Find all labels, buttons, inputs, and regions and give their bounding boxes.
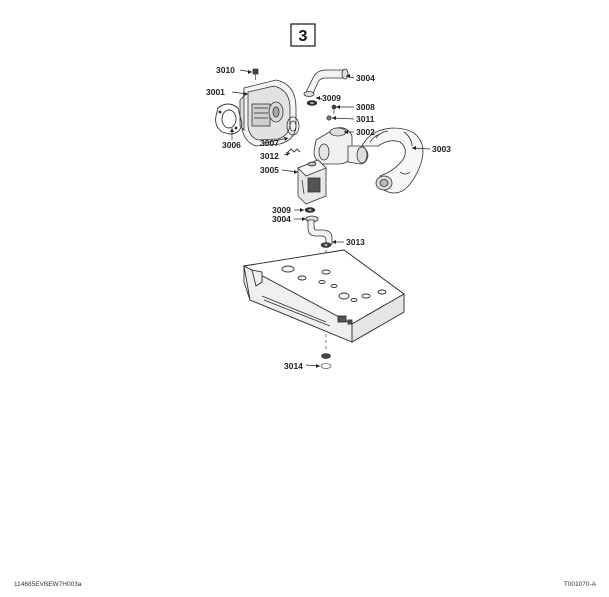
washer-3009-top-illustration — [306, 100, 318, 106]
tee-fitting-3002-illustration — [313, 127, 369, 165]
gasket-illustration — [215, 103, 243, 135]
callout-3005: 3005 — [260, 165, 279, 175]
callout-3007: 3007 — [260, 138, 279, 148]
callout-3008: 3008 — [356, 102, 375, 112]
sheet-number: 3 — [299, 28, 308, 45]
callout-3011: 3011 — [356, 114, 375, 124]
flexible-hose-3003-illustration — [361, 127, 424, 194]
callout-3002: 3002 — [356, 127, 375, 137]
sheet-number-box: 3 — [290, 23, 316, 47]
small-fasteners-illustration — [326, 104, 337, 121]
footer-left-code: 114685EVBEW7H003a — [14, 581, 82, 588]
blower-assembly-illustration — [239, 79, 297, 147]
callout-3009-bottom: 3009 — [272, 205, 291, 215]
callout-3012: 3012 — [260, 151, 279, 161]
callout-3006: 3006 — [222, 140, 241, 150]
callout-3013: 3013 — [346, 237, 365, 247]
callout-3014: 3014 — [284, 361, 303, 371]
exhaust-pipe-top-illustration — [303, 68, 349, 97]
inlet-ring-illustration — [286, 116, 300, 136]
callout-3009-top: 3009 — [322, 93, 341, 103]
washer-3009-bottom-illustration — [304, 207, 316, 213]
screw-3010-illustration — [252, 68, 259, 80]
callout-3010: 3010 — [216, 65, 235, 75]
valve-block-3005-illustration — [297, 159, 327, 205]
callout-3004-bottom: 3004 — [272, 214, 291, 224]
nut-3014-illustration — [320, 353, 332, 369]
callout-3001: 3001 — [206, 87, 225, 97]
callout-labels: 3010 3001 3004 3009 3008 3011 3002 3003 … — [206, 65, 451, 371]
spring-clip-3012-illustration — [287, 148, 301, 153]
footer-right-code: T001070-A — [564, 581, 597, 588]
base-housing-illustration — [242, 249, 405, 343]
callout-3004-top: 3004 — [356, 73, 375, 83]
callout-3003: 3003 — [432, 144, 451, 154]
exhaust-pipe-bottom-illustration — [305, 215, 333, 245]
leader-arrowheads — [230, 70, 416, 368]
nut-3013-illustration — [320, 242, 332, 248]
